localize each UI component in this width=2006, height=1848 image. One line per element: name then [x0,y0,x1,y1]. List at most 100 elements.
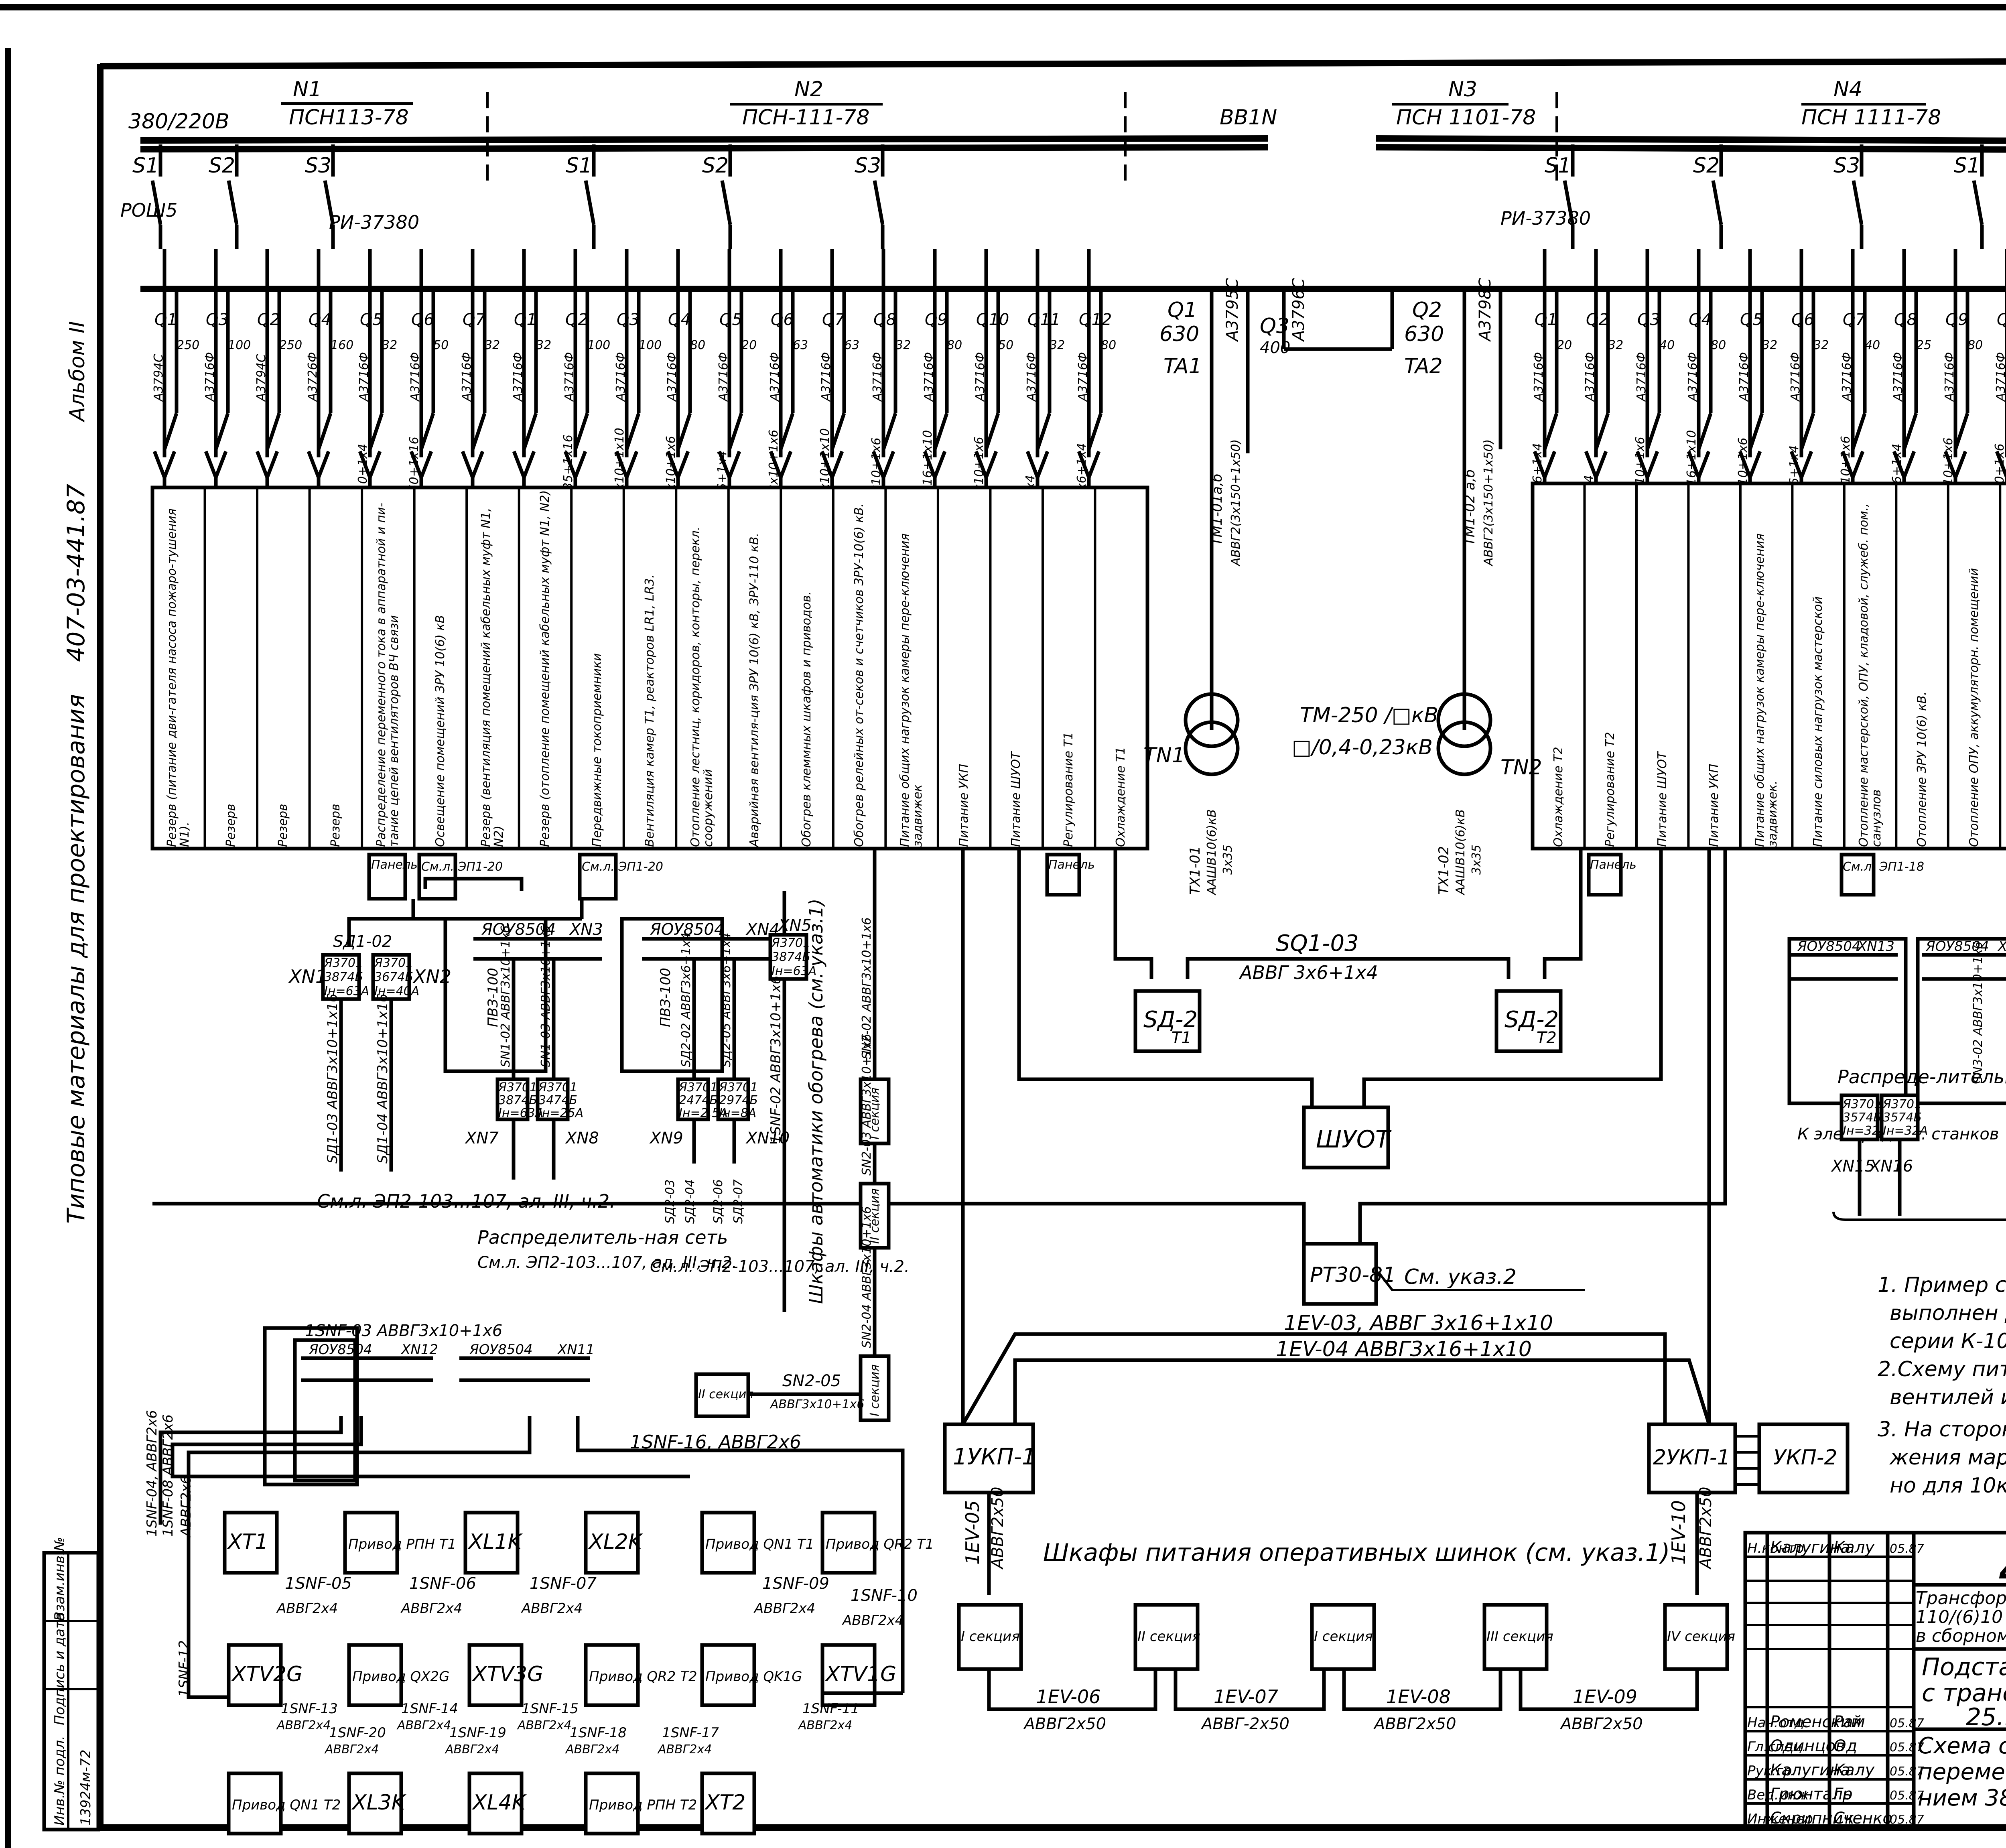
terminal-box: XTV1G [824,1662,896,1686]
load-label: Регулирование Т2 [1603,732,1618,847]
input-q2-a: 630 [1404,322,1444,346]
load-label: Питание ШУОТ [1009,751,1023,847]
tb-date: 05.87 [1890,1789,1924,1803]
cab3-type: Я3701 [498,1080,537,1095]
input-q1-a: 630 [1159,322,1199,346]
ref3: См.л. ЭП2-103...107, ал. III, ч.2. [650,1257,910,1276]
sn2-04: SN2-04 АВВГ3х10+1х6 [860,1206,874,1348]
load-cell: Резерв (вентиляция помещений кабельных м… [479,508,506,847]
sd2-02: SД2-02 АВВГ3х6+1х4 [679,933,693,1068]
cab3-in: Iн=63А [498,1106,543,1120]
load-label: Питание общих нагрузок камеры пере-ключе… [898,533,925,847]
sheet-ref-3: См.л. ЭП1-18 [1843,860,1924,874]
breakers_left-q: Q11 [1027,311,1060,329]
bus-switches: S1S2S3S1S2S3S1S2S3S1S2S3РОШ5РИ-37380РИ-3… [120,144,1984,249]
sheet-ref-1: См.л. ЭП1-20 [421,860,503,874]
load-cell: Охлаждение Т2 [1551,747,1565,847]
load-label: Резерв [328,804,343,847]
breakers_right-type: А3716Ф [1789,352,1803,402]
snf-link-id: 1SNF-18 [570,1725,627,1741]
tb-date: 05.87 [1890,1813,1924,1827]
breakers_right-amps: 40 [1865,338,1880,352]
load-table-right [1531,481,2006,851]
bus-n4-type: ПСН 1111-78 [1801,106,1941,130]
load-label: Обогрев релейных от-секов и счетчиков ЗР… [852,503,867,847]
breakers_left-amps: 32 [895,338,911,352]
load-cell: Охлаждение Т1 [1114,747,1128,847]
cab1-in: Iн=63А [324,984,369,998]
switch-type: РИ-37380 [1500,207,1591,229]
ukp-2-box: УКП-2 [1773,1446,1837,1470]
breakers_left-type: А3794С [254,354,268,402]
yaou-xn11: ЯОУ8504 [469,1342,533,1358]
switch-label: S1 [566,154,592,178]
xn8: XN8 [565,1129,599,1147]
breakers_left-q: Q9 [925,311,948,329]
breakers_left-q: Q5 [360,311,383,329]
breakers_left-amps: 32 [382,338,397,352]
snf-link-type: АВВГ2х4 [276,1718,331,1732]
load-cell: Отопление ОПУ, аккумуляторн. помещений [1967,568,1981,847]
snf03: 1SNF-03 АВВГ3х10+1х6 [305,1322,502,1340]
cab6-type: Я3701 [719,1080,758,1095]
tb-sign: Калу [1833,1538,1875,1557]
breakers_left-type: А3716Ф [203,352,217,402]
snf-link-type: АВВГ2х4 [521,1600,583,1616]
album-label: Альбом II [65,321,89,422]
input-q2-type: А3798С [1476,278,1494,342]
snf-link-type: АВВГ2х4 [400,1600,462,1616]
yaou-xn3: ЯОУ8504 [481,920,556,939]
breakers_right-amps: 20 [1557,338,1572,352]
note-line-7: жения маркировка дана услов- [1889,1446,2006,1470]
heat-sect-1: I секция [868,1088,882,1139]
load-cell: Распределение переменного тока в аппарат… [374,503,401,847]
load-label: Резерв [276,804,290,847]
terminal-box: Привод QN1 T2 [232,1797,341,1813]
sd2-05: SД2-05 АВВГ3х6+1х4 [719,933,733,1068]
tb-role: Рук.гр. [1747,1763,1796,1779]
breakers_right-type: А3716Ф [1737,352,1751,402]
breakers_right-q: Q8 [1894,311,1917,329]
breakers_left-amps: 63 [793,338,808,352]
switch-label: S2 [1693,154,1720,178]
yaou-xn4: ЯОУ8504 [650,920,724,939]
panel-1-label: Панель [371,858,418,872]
terminal-box: Привод QN1 T1 [705,1536,814,1552]
link-id: 1EV-08 [1386,1686,1451,1708]
rtz-box: РТ30-81 [1310,1263,1396,1287]
breakers_left-amps: 20 [741,338,757,352]
cabinet-title: Шкафы питания оперативных шинок (см. ука… [1043,1539,1670,1567]
cab4-sub: 3474Б [538,1093,577,1107]
cabinet-text: Iн=32А [1883,1124,1928,1138]
breakers_right-type: А3716Ф [1891,352,1905,402]
snf-link-id: 1SNF-06 [409,1574,476,1593]
snf-link-id: 1SNF-07 [530,1574,597,1593]
hv1-type: ААШВ10(6)кВ [1205,809,1219,896]
load-label: Резерв (отопление помещений кабельных му… [538,490,552,847]
heat-sect-2: II секция [868,1188,882,1244]
breakers_left-q: Q6 [411,311,434,329]
load-cell: Регулирование Т2 [1603,732,1618,847]
cab6-in: Iн=8А [719,1106,756,1120]
tb-sign: Од [1833,1737,1857,1755]
sn2-03: SN2-03 АВВГ3х10+1х6 [860,1034,874,1176]
tm-spec-2: □/0,4-0,23кВ [1292,735,1433,760]
switch-type: РИ-37380 [329,211,419,233]
breakers_left-amps: 50 [998,338,1013,352]
link-type: АВВГ2х50 [1559,1715,1643,1733]
load-cell: Резерв [276,804,290,847]
cabinet-text: 3574Б [1883,1111,1922,1125]
hv1-id: ТХ1-01 [1187,846,1203,895]
side-doc-code: 407-03-441.87 [62,484,90,662]
terminal-box: Привод QX2G [352,1669,449,1685]
tb-role: Нач.отд. [1747,1715,1808,1731]
switch-label: S3 [305,154,331,178]
dist-net-right: Распреде-лительная сеть [1837,1066,2006,1088]
xn12: XN12 [400,1342,438,1358]
xn7: XN7 [465,1129,499,1147]
load-cell: Освещение помещений ЗРУ 10(6) кВ [433,615,447,847]
tb-role: Н.контр. [1747,1540,1808,1556]
